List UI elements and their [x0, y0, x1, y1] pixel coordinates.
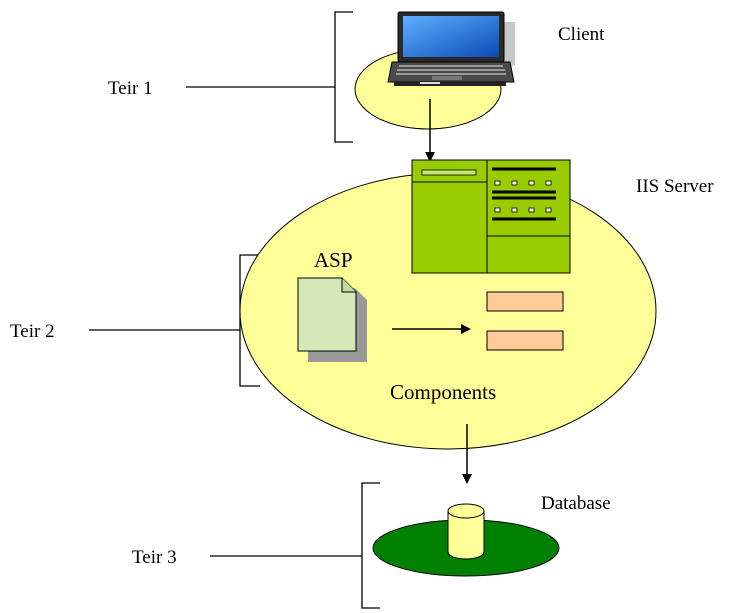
document-icon: [297, 277, 367, 362]
tier-3-bracket: [361, 482, 380, 609]
components-label: Components: [390, 380, 496, 404]
asp-label: ASP: [314, 248, 353, 272]
tier-3-label: Teir 3: [132, 547, 177, 568]
client-label: Client: [558, 24, 605, 45]
tier-2-label: Teir 2: [10, 321, 55, 342]
component-box-2: [486, 330, 564, 351]
database-label: Database: [541, 493, 611, 514]
server-label: IIS Server: [636, 176, 714, 197]
tier-3-group: Teir 3: [132, 482, 380, 609]
asp-document: ASP: [297, 248, 367, 362]
component-box-1: [486, 291, 564, 312]
database-cylinder-icon: [447, 503, 485, 560]
tier-2-group: Teir 2: [10, 254, 260, 387]
laptop-icon: [387, 11, 515, 86]
tier-1-bracket: [334, 11, 353, 143]
server-tower-icon: [411, 159, 571, 274]
tier-1-group: Teir 1: [108, 11, 353, 143]
tier-1-label: Teir 1: [108, 78, 153, 99]
client-node: Client: [354, 11, 605, 130]
database-node: Database: [372, 493, 611, 577]
